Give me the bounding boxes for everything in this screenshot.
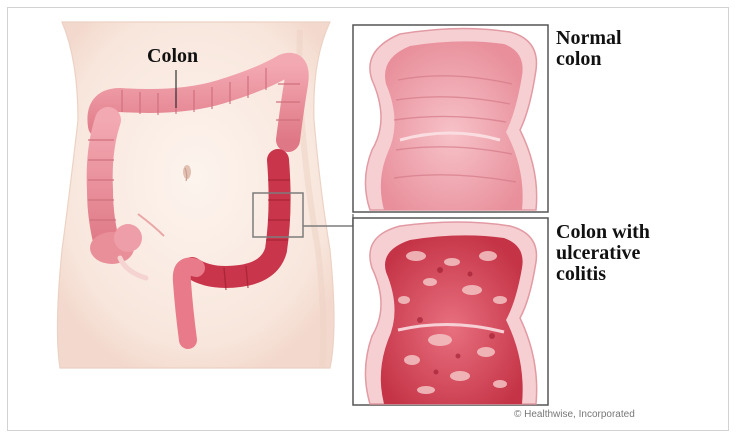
ascending-colon	[100, 120, 108, 248]
uc-label-line3: colitis	[556, 264, 650, 285]
normal-colon-label: Normal colon	[556, 28, 622, 70]
normal-colon-label-line2: colon	[556, 49, 622, 70]
colon-label: Colon	[147, 46, 198, 67]
normal-colon-label-line1: Normal	[556, 28, 622, 49]
uc-colon-label: Colon with ulcerative colitis	[556, 222, 650, 285]
uc-label-line2: ulcerative	[556, 243, 650, 264]
copyright-credit: © Healthwise, Incorporated	[514, 409, 635, 420]
uc-label-line1: Colon with	[556, 222, 650, 243]
